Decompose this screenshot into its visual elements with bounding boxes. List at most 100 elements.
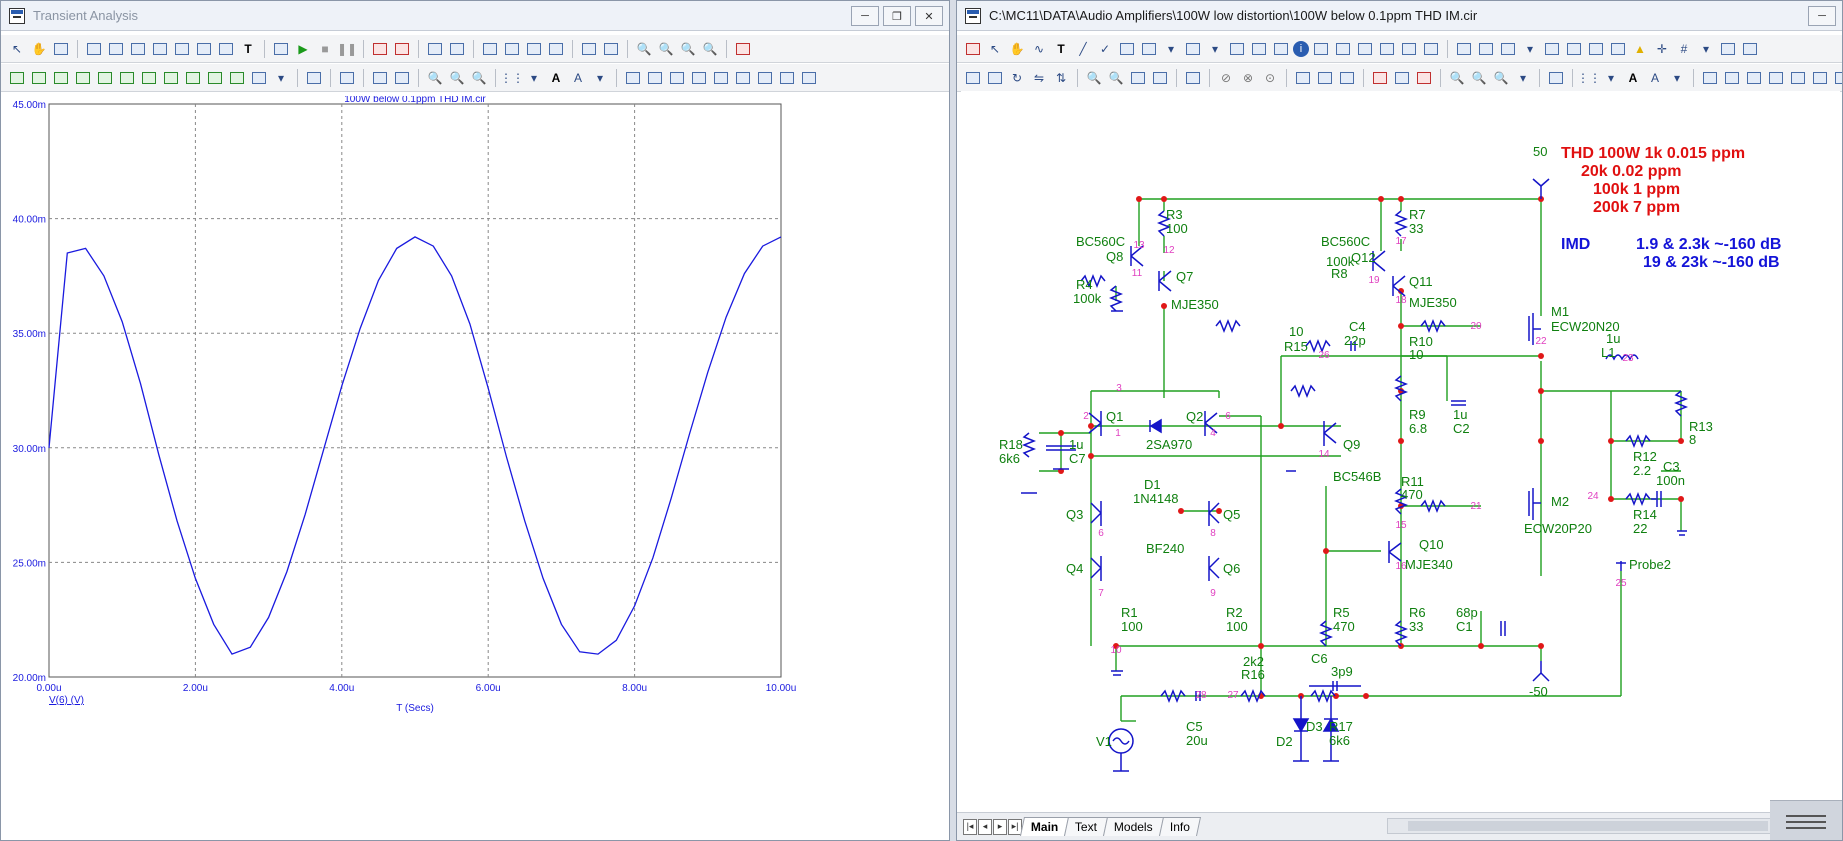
dropdown-icon[interactable]: ▾ — [596, 70, 604, 85]
properties-icon[interactable] — [271, 39, 291, 59]
info-icon[interactable]: i — [1293, 40, 1309, 57]
cross-icon[interactable]: ✛ — [1656, 41, 1668, 56]
cursor-icon[interactable] — [73, 68, 93, 88]
dropdown-icon[interactable]: ▾ — [530, 70, 538, 85]
align-icon[interactable] — [1788, 68, 1808, 88]
delete-icon[interactable] — [1414, 68, 1434, 88]
pause-icon[interactable]: ❚❚ — [336, 41, 358, 56]
select-icon[interactable]: ↖ — [11, 41, 23, 56]
cursor-icon[interactable] — [183, 68, 203, 88]
pan-icon[interactable]: ✋ — [31, 41, 47, 56]
probe-icon[interactable] — [1542, 39, 1562, 59]
grid-icon[interactable]: ⋮⋮ — [500, 70, 524, 85]
layout-icon[interactable] — [502, 39, 522, 59]
tab-text[interactable]: Text — [1064, 817, 1109, 836]
font-icon[interactable]: A — [1628, 70, 1638, 85]
zoom-icon[interactable]: 🔍 — [658, 41, 674, 56]
scale-icon[interactable] — [392, 39, 412, 59]
title-bar[interactable]: C:\MC11\DATA\Audio Amplifiers\100W low d… — [957, 1, 1842, 31]
align-icon[interactable] — [711, 68, 731, 88]
cursor-icon[interactable] — [29, 68, 49, 88]
layout-icon[interactable] — [480, 39, 500, 59]
zoom-icon[interactable]: 🔍 — [636, 41, 652, 56]
scale-icon[interactable] — [370, 39, 390, 59]
copy-icon[interactable] — [1150, 68, 1170, 88]
dropdown-icon[interactable]: ▾ — [1167, 41, 1175, 56]
align-icon[interactable] — [1722, 68, 1742, 88]
scrollbar-thumb[interactable] — [1408, 821, 1768, 831]
align-icon[interactable] — [755, 68, 775, 88]
component-icon[interactable] — [1139, 39, 1159, 59]
graph-icon[interactable] — [84, 39, 104, 59]
zoom-icon[interactable]: 🔍 — [702, 41, 718, 56]
probe-icon[interactable] — [1498, 39, 1518, 59]
page-icon[interactable] — [1740, 39, 1760, 59]
group-icon[interactable] — [1337, 68, 1357, 88]
tokens-icon[interactable] — [1546, 68, 1566, 88]
cursor-icon[interactable] — [7, 68, 27, 88]
dropdown-icon[interactable]: ▾ — [1702, 41, 1710, 56]
numbers-icon[interactable] — [337, 68, 357, 88]
page-icon[interactable] — [1392, 68, 1412, 88]
probe-icon[interactable] — [1564, 39, 1584, 59]
pan-icon[interactable]: ✋ — [1009, 41, 1025, 56]
next-page-button[interactable]: ▸ — [993, 818, 1007, 835]
schematic-window[interactable]: C:\MC11\DATA\Audio Amplifiers\100W low d… — [956, 0, 1843, 841]
zoom-out-icon[interactable]: 🔍 — [1471, 70, 1487, 85]
list-icon[interactable] — [1421, 39, 1441, 59]
edit-icon[interactable] — [1183, 68, 1203, 88]
cursor-icon[interactable] — [161, 68, 181, 88]
list-icon[interactable] — [1399, 39, 1419, 59]
copy-icon[interactable] — [1128, 68, 1148, 88]
title-bar[interactable]: Transient Analysis ─ ❐ ✕ — [1, 1, 949, 31]
close-button[interactable]: ✕ — [915, 6, 943, 26]
line-icon[interactable]: ╱ — [1079, 41, 1087, 56]
color-icon[interactable]: A — [573, 70, 582, 85]
graph-icon[interactable] — [106, 39, 126, 59]
delete-icon[interactable] — [733, 39, 753, 59]
checkbox-icon[interactable] — [1355, 39, 1375, 59]
probe-icon[interactable] — [1476, 39, 1496, 59]
flip-icon[interactable]: ⇅ — [1055, 70, 1067, 85]
zoom-out-icon[interactable]: 🔍 — [449, 70, 465, 85]
horizontal-scrollbar[interactable] — [1387, 818, 1812, 834]
zoom-icon[interactable]: 🔍 — [680, 41, 696, 56]
dropdown-icon[interactable]: ▾ — [1526, 41, 1534, 56]
align-icon[interactable] — [667, 68, 687, 88]
tab-main[interactable]: Main — [1019, 817, 1070, 836]
flag-icon[interactable] — [1370, 68, 1390, 88]
align-icon[interactable] — [1810, 68, 1830, 88]
help-icon[interactable] — [1333, 39, 1353, 59]
cursor-icon[interactable] — [51, 68, 71, 88]
tokens-icon[interactable] — [370, 68, 390, 88]
probe-icon[interactable] — [1454, 39, 1474, 59]
page-icon[interactable] — [1718, 39, 1738, 59]
pen-icon[interactable] — [963, 39, 983, 59]
text-icon[interactable]: T — [1057, 41, 1065, 56]
cursor-icon[interactable] — [117, 68, 137, 88]
prev-page-button[interactable]: ◂ — [978, 818, 992, 835]
help-icon[interactable] — [1311, 39, 1331, 59]
align-icon[interactable] — [733, 68, 753, 88]
first-page-button[interactable]: |◂ — [963, 818, 977, 835]
grid-icon[interactable]: ⋮⋮ — [1577, 70, 1601, 85]
component-icon[interactable] — [1117, 39, 1137, 59]
dropdown-icon[interactable]: ▾ — [1211, 41, 1219, 56]
font-icon[interactable]: A — [551, 70, 561, 85]
clear-icon[interactable]: ⊙ — [1264, 70, 1276, 85]
group-icon[interactable] — [1293, 68, 1313, 88]
layout-icon[interactable] — [524, 39, 544, 59]
graph-icon[interactable] — [172, 39, 192, 59]
cursor-icon[interactable] — [205, 68, 225, 88]
grid-icon[interactable] — [963, 68, 983, 88]
split-icon[interactable] — [579, 39, 599, 59]
align-icon[interactable] — [689, 68, 709, 88]
wire-icon[interactable]: ∿ — [1033, 41, 1045, 56]
probe-icon[interactable] — [1586, 39, 1606, 59]
grid-icon[interactable]: # — [1680, 41, 1688, 56]
dropdown-icon[interactable]: ▾ — [1607, 70, 1615, 85]
window-icon[interactable] — [447, 39, 467, 59]
rotate-icon[interactable]: ↻ — [1011, 70, 1023, 85]
